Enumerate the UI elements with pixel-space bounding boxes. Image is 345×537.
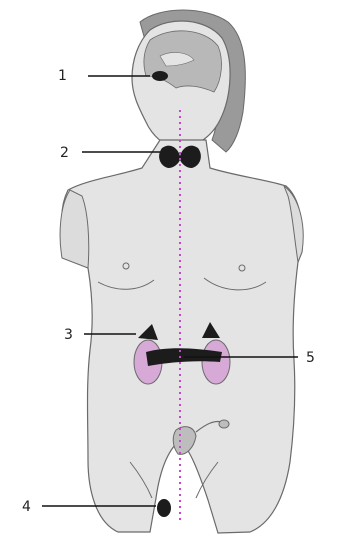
gonad xyxy=(157,499,171,517)
callout-label-3: 3 xyxy=(64,327,73,343)
right-kidney xyxy=(202,340,230,384)
callout-label-2: 2 xyxy=(60,145,69,161)
pituitary-gland xyxy=(152,71,168,81)
callout-label-1: 1 xyxy=(58,68,67,84)
callout-label-4: 4 xyxy=(22,499,31,515)
ovary xyxy=(219,420,229,428)
torso xyxy=(62,140,303,533)
callout-label-5: 5 xyxy=(306,350,315,366)
